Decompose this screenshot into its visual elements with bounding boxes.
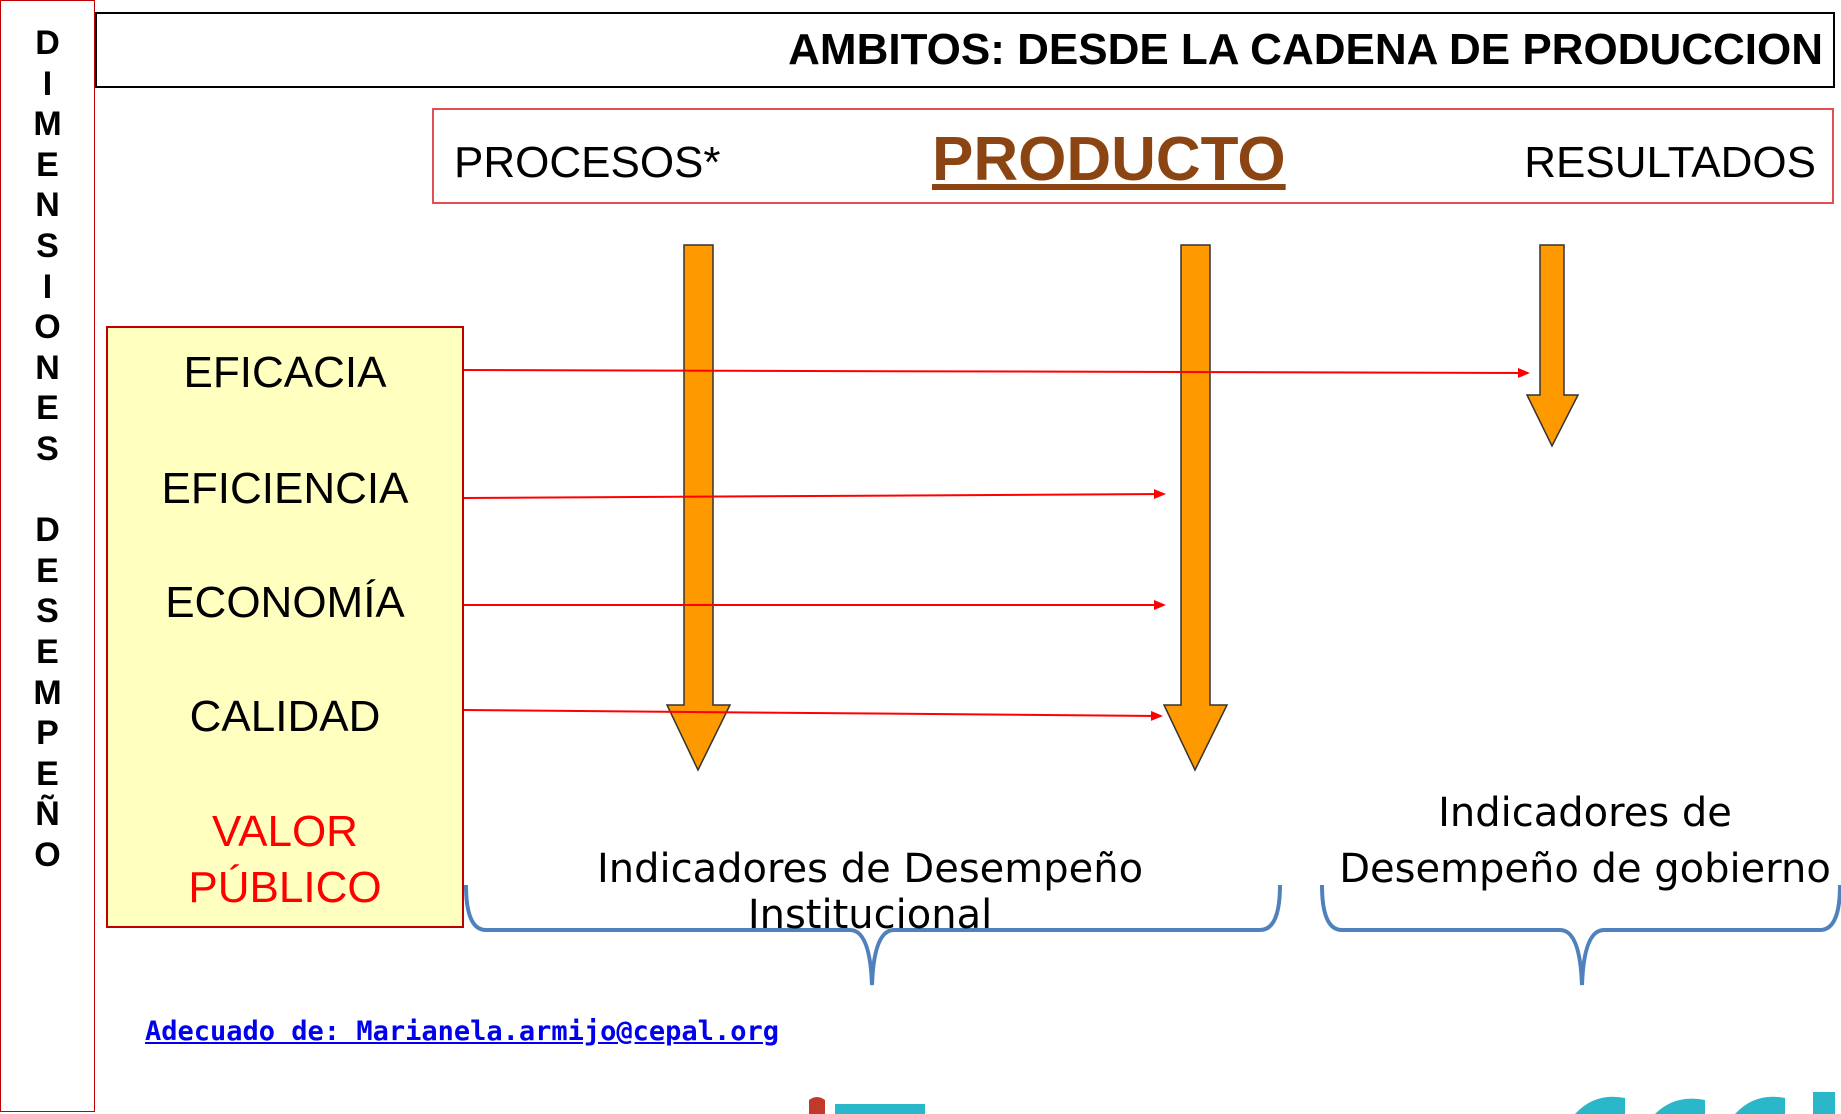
letter: E — [36, 389, 59, 428]
dimension-economia: ECONOMÍA — [165, 578, 405, 627]
letter: N — [35, 186, 60, 225]
logo-fragment-left — [809, 1097, 925, 1114]
letter: D — [35, 511, 60, 550]
indicadores-gobierno-line2: Desempeño de gobierno — [1339, 846, 1831, 892]
source-link[interactable]: Adecuado de: Marianela.armijo@cepal.org — [145, 1016, 779, 1047]
valor-publico-line1: VALOR — [212, 807, 358, 856]
brace-institucional — [464, 884, 1282, 986]
dimension-eficiencia: EFICIENCIA — [161, 464, 409, 513]
producto-arrow — [1162, 244, 1229, 772]
page-title: AMBITOS: DESDE LA CADENA DE PRODUCCION — [788, 25, 1823, 74]
dimensions-box: EFICACIA EFICIENCIA ECONOMÍA CALIDAD VAL… — [106, 326, 464, 928]
letter: I — [42, 64, 53, 103]
letter: P — [36, 714, 59, 753]
title-box: AMBITOS: DESDE LA CADENA DE PRODUCCION — [95, 12, 1835, 88]
letter: E — [36, 145, 59, 184]
link-eficiencia — [463, 489, 1166, 500]
letter: D — [35, 24, 60, 62]
letter: S — [36, 429, 59, 468]
letter: S — [36, 592, 59, 631]
logo-fragment-right — [1575, 1092, 1835, 1114]
dimension-eficacia: EFICACIA — [183, 348, 387, 397]
chain-producto: PRODUCTO — [932, 125, 1286, 194]
dimensiones-desempeno-label: D I M E N S I O N E S D E S E M P E Ñ O — [0, 0, 95, 1112]
indicadores-gobierno-line1: Indicadores de — [1438, 790, 1732, 836]
chain-procesos: PROCESOS* — [454, 138, 721, 187]
letter: N — [35, 348, 60, 387]
letter: O — [34, 835, 61, 874]
letter: M — [33, 105, 62, 144]
letter: M — [33, 673, 62, 712]
letter: S — [36, 226, 59, 265]
link-calidad — [463, 709, 1163, 721]
production-chain-box: PROCESOS* PRODUCTO RESULTADOS — [432, 108, 1834, 204]
vertical-letters: D I M E N S I O N E S D E S E M P E Ñ O — [1, 23, 94, 875]
resultados-arrow — [1525, 244, 1580, 448]
letter: E — [36, 754, 59, 793]
link-eficacia — [463, 367, 1530, 378]
brace-gobierno — [1320, 884, 1841, 986]
chain-resultados: RESULTADOS — [1524, 138, 1816, 187]
letter: Ñ — [35, 795, 60, 834]
letter: E — [36, 551, 59, 590]
letter: O — [34, 308, 61, 347]
procesos-arrow — [665, 244, 732, 772]
letter: I — [42, 267, 53, 306]
letter: E — [36, 632, 59, 671]
dimension-calidad: CALIDAD — [189, 692, 381, 741]
valor-publico-line2: PÚBLICO — [188, 863, 382, 912]
indicadores-institucional: Indicadores de Desempeño Institucional — [596, 846, 1144, 938]
